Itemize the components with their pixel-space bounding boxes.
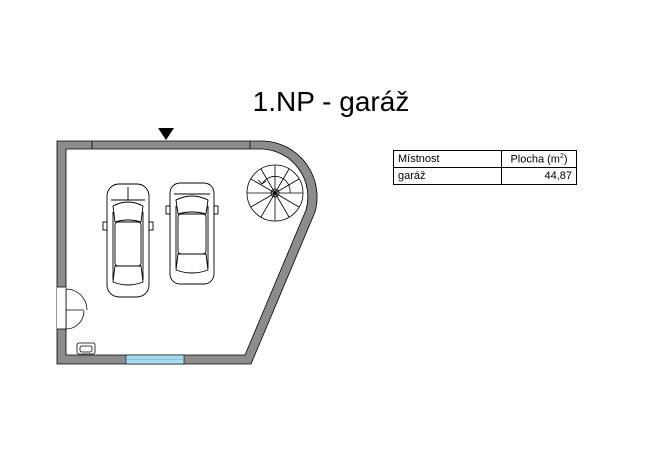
room-column-header: Místnost [393, 150, 502, 168]
car-right-icon [165, 182, 219, 285]
table-row: garáž 44,87 [393, 167, 577, 185]
table-header-row: Místnost Plocha (m2) [393, 150, 577, 168]
car-left-icon [102, 183, 154, 298]
door-swing-icon [65, 288, 88, 330]
plan-title: 1.NP - garáž [252, 86, 410, 117]
entrance-arrow-icon [158, 128, 174, 140]
door-opening [57, 287, 66, 329]
sink-icon [76, 342, 96, 355]
area-column-header: Plocha (m2) [501, 150, 577, 168]
exterior-wall [56, 140, 318, 365]
room-area-table: Místnost Plocha (m2) garáž 44,87 [393, 150, 577, 185]
room-area-cell: 44,87 [501, 167, 577, 185]
room-name-cell: garáž [393, 167, 502, 185]
spiral-stair-icon [246, 164, 304, 222]
